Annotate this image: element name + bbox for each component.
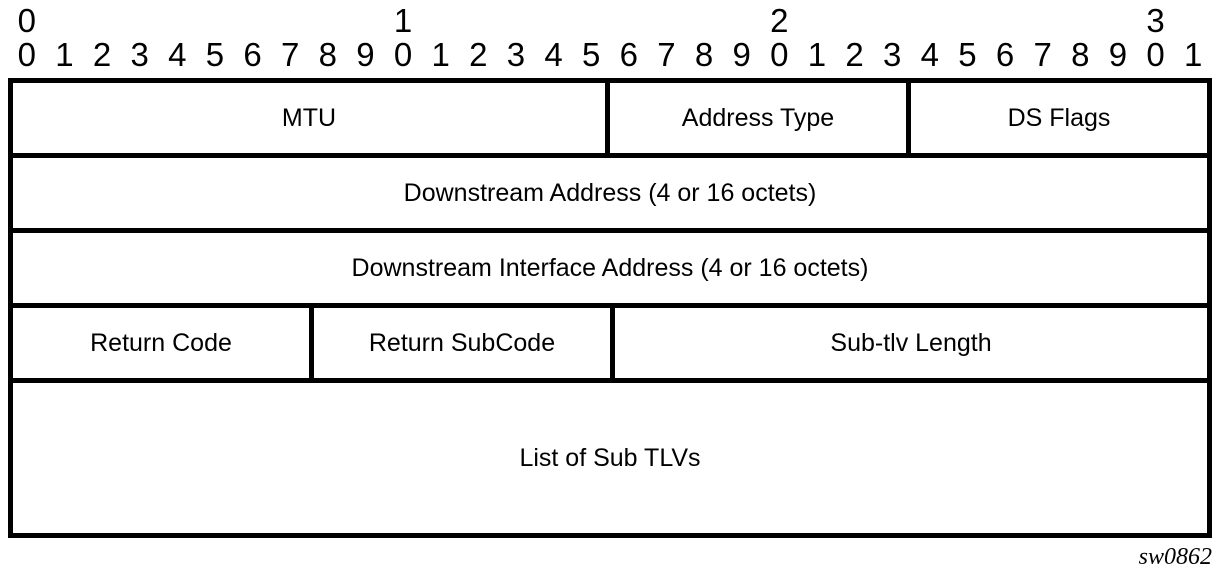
packet-row: List of Sub TLVs	[13, 378, 1207, 533]
ruler-bit-label: 2	[92, 36, 112, 73]
ruler-tens-cell	[949, 4, 987, 38]
ruler-tens-cell: 3	[1146, 2, 1165, 39]
ruler-bit-label: 0	[770, 36, 789, 73]
ruler-bit-label: 8	[694, 36, 714, 73]
figure-id-caption: sw0862	[1138, 544, 1212, 570]
field-mtu: MTU	[13, 83, 605, 153]
ruler-bit-label: 8	[1071, 36, 1090, 73]
ruler-bit-label: 7	[1033, 36, 1052, 73]
bit-ruler-tens-row: 0 1 2 3	[8, 4, 1212, 38]
field-label: Return SubCode	[368, 328, 556, 357]
ruler-bit-label: 0	[393, 36, 413, 73]
ruler-tens-cell	[497, 4, 535, 38]
packet-row: Return Code Return SubCode Sub-tlv Length	[13, 303, 1207, 378]
ruler-tens-cell	[271, 4, 309, 38]
field-label: Address Type	[681, 103, 835, 132]
ruler-bit-label: 7	[657, 36, 676, 73]
field-downstream-address-4-or-16-octets: Downstream Address (4 or 16 octets)	[13, 158, 1207, 228]
ruler-tens-cell	[648, 4, 686, 38]
ruler-bit-label: 2	[469, 36, 488, 73]
field-label: List of Sub TLVs	[519, 443, 701, 472]
ruler-bit-label: 2	[845, 36, 864, 73]
ruler-tens-cell	[1174, 4, 1212, 38]
ruler-tens-cell	[798, 4, 836, 38]
ruler-tens-cell: 1	[393, 2, 413, 39]
ruler-bit-label: 1	[807, 36, 827, 73]
ruler-tens-cell	[159, 4, 197, 38]
field-downstream-interface-address-4-or-16-octets: Downstream Interface Address (4 or 16 oc…	[13, 233, 1207, 303]
ruler-bit-label: 0	[1146, 36, 1165, 73]
field-label: Downstream Interface Address (4 or 16 oc…	[351, 253, 869, 282]
ruler-tens-cell	[911, 4, 949, 38]
field-sub-tlv-length: Sub-tlv Length	[610, 308, 1207, 378]
field-label: MTU	[281, 103, 337, 132]
ruler-tens-cell	[723, 4, 761, 38]
ruler-tens-cell	[610, 4, 648, 38]
field-label: Sub-tlv Length	[830, 328, 992, 357]
ruler-tens-cell	[1024, 4, 1062, 38]
ruler-tens-cell	[422, 4, 460, 38]
ruler-tens-cell	[836, 4, 874, 38]
ruler-tens-cell	[309, 4, 347, 38]
field-list-of-sub-tlvs: List of Sub TLVs	[13, 383, 1207, 533]
ruler-tens-cell: 2	[770, 2, 789, 39]
ruler-bit-label: 5	[205, 36, 225, 73]
ruler-tens-cell	[685, 4, 723, 38]
ruler-tens-cell	[460, 4, 498, 38]
ruler-bit-label: 6	[995, 36, 1015, 73]
field-return-subcode: Return SubCode	[309, 308, 610, 378]
field-label: Return Code	[90, 328, 232, 357]
ruler-tens-cell	[83, 4, 121, 38]
ruler-bit-label: 1	[55, 36, 74, 73]
field-label: Downstream Address (4 or 16 octets)	[403, 178, 817, 207]
ruler-bit-label: 4	[168, 36, 187, 73]
ruler-tens-cell	[46, 4, 84, 38]
packet-row: Downstream Interface Address (4 or 16 oc…	[13, 228, 1207, 303]
ruler-tens-cell	[535, 4, 573, 38]
ruler-bit-label: 5	[958, 36, 977, 73]
ruler-bit-label: 4	[920, 36, 939, 73]
ruler-tens-cell	[121, 4, 159, 38]
field-ds-flags: DS Flags	[906, 83, 1207, 153]
ruler-bit-label: 1	[431, 36, 450, 73]
ruler-bit-label: 9	[356, 36, 375, 73]
packet-row: MTU Address Type DS Flags	[13, 83, 1207, 153]
ruler-tens-cell	[986, 4, 1024, 38]
field-address-type: Address Type	[605, 83, 906, 153]
ruler-bit-label: 7	[281, 36, 300, 73]
packet-row: Downstream Address (4 or 16 octets)	[13, 153, 1207, 228]
ruler-bit-label: 3	[130, 36, 149, 73]
ruler-tens-cell	[1062, 4, 1100, 38]
ruler-tens-cell	[347, 4, 385, 38]
ruler-bit-label: 6	[619, 36, 638, 73]
ruler-tens-cell	[572, 4, 610, 38]
ruler-bit-label: 4	[544, 36, 563, 73]
ruler-bit-label: 6	[243, 36, 262, 73]
ruler-tens-cell	[1099, 4, 1137, 38]
ruler-tens-cell	[873, 4, 911, 38]
ruler-bit-label: 1	[1184, 36, 1203, 73]
ruler-tens-cell	[196, 4, 234, 38]
ruler-tens-cell	[234, 4, 272, 38]
field-label: DS Flags	[1007, 103, 1111, 132]
ruler-bit-label: 0	[17, 36, 36, 73]
ruler-bit-label: 9	[1108, 36, 1128, 73]
ruler-bit-label: 5	[582, 36, 601, 73]
ruler-bit-label: 3	[506, 36, 526, 73]
ruler-bit-label: 3	[883, 36, 902, 73]
ruler-bit-label: 8	[318, 36, 337, 73]
ruler-bit-label: 9	[732, 36, 751, 73]
field-return-code: Return Code	[13, 308, 309, 378]
ruler-tens-cell: 0	[17, 2, 36, 39]
